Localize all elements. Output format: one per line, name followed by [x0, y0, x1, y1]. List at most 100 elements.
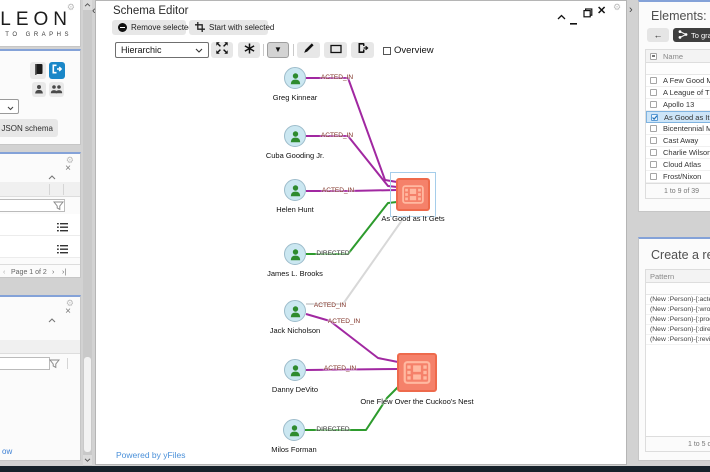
gear-icon[interactable]: ⚙ [65, 298, 74, 308]
graph-node-as-good-as-it-gets[interactable] [396, 178, 430, 211]
next-page-icon[interactable]: › [52, 269, 55, 276]
overview-checkbox[interactable] [383, 46, 391, 55]
table-row[interactable]: Cast Away [646, 135, 710, 147]
graph-node-cuba-gooding-jr-[interactable] [284, 125, 306, 147]
toolbar-separator [293, 44, 294, 56]
close-icon[interactable]: × [65, 306, 71, 317]
people-button[interactable] [49, 82, 64, 97]
row-checkbox[interactable] [650, 125, 657, 132]
scroll-up-icon[interactable] [83, 0, 92, 10]
back-button[interactable]: ← [647, 28, 669, 42]
collapse-right-icon[interactable]: › [629, 4, 633, 16]
pattern-row[interactable]: (New :Person)-[:reviewed]-> [646, 335, 710, 345]
row-checkbox[interactable] [650, 161, 657, 168]
pagination-bar: ‹ Page 1 of 2 › ›| [0, 264, 80, 280]
scrollbar-thumb[interactable] [84, 357, 91, 452]
row-checkbox[interactable] [651, 113, 658, 121]
powered-by-link[interactable]: Powered by yFiles [116, 450, 186, 460]
row-checkbox[interactable] [650, 89, 657, 96]
collapse-left-icon[interactable]: ‹ [92, 5, 96, 17]
graph-node-one-flew-over-the-cuckoo-s-nest[interactable] [397, 353, 437, 392]
window-close-icon[interactable]: ✕ [597, 5, 607, 17]
window-minimize-icon[interactable] [570, 13, 578, 31]
pattern-row[interactable]: (New :Person)-[:wrote]-> [646, 305, 710, 315]
filter-input[interactable] [0, 199, 65, 212]
graph-node-james-l-brooks[interactable] [284, 243, 306, 265]
select-all-checkbox[interactable] [650, 52, 657, 60]
name-column-header[interactable]: Name [663, 51, 684, 61]
schema-type-select[interactable] [0, 99, 19, 114]
table-filter-row[interactable] [646, 283, 710, 295]
table-row[interactable]: Bicentennial Man [646, 123, 710, 135]
rectangle-select-button[interactable] [324, 42, 347, 58]
gear-icon[interactable]: ⚙ [65, 155, 74, 165]
reset-layout-button[interactable] [238, 42, 260, 58]
person-button[interactable] [32, 82, 46, 97]
edge-acted_in[interactable] [306, 77, 398, 183]
panel-link[interactable]: ow [2, 447, 13, 456]
start-with-selected-button[interactable]: Start with selected [189, 20, 274, 35]
export-schema-button[interactable] [49, 62, 65, 79]
list-icon[interactable] [57, 241, 68, 259]
edge-acted_in[interactable] [306, 135, 398, 188]
edge-acted_in[interactable] [305, 313, 399, 363]
row-checkbox[interactable] [650, 77, 657, 84]
overview-toggle[interactable]: Overview [383, 45, 434, 56]
left-scrollbar[interactable] [83, 0, 92, 466]
edge-directed[interactable] [306, 201, 398, 255]
graph-node-milos-forman[interactable] [283, 419, 305, 441]
fit-content-button[interactable] [211, 42, 233, 58]
row-checkbox[interactable] [650, 137, 657, 144]
edge-acted_in[interactable] [305, 368, 399, 371]
edge-directed[interactable] [305, 385, 400, 431]
collapse-icon[interactable] [48, 310, 56, 328]
close-icon[interactable]: × [65, 163, 71, 174]
brush-button[interactable] [297, 42, 320, 58]
table-row[interactable]: Charlie Wilson's War [646, 147, 710, 159]
table-row[interactable]: A Few Good Men [646, 75, 710, 87]
table-row[interactable]: Frost/Nixon [646, 171, 710, 183]
export-button[interactable] [351, 42, 374, 58]
edge-acted_in[interactable] [306, 189, 398, 192]
logo-subtext: TO GRAPHS [5, 32, 72, 38]
filter-input[interactable] [0, 357, 50, 370]
table-row[interactable] [0, 236, 80, 258]
pattern-row[interactable]: (New :Person)-[:directed]-> [646, 325, 710, 335]
generate-json-schema-button[interactable]: Generate JSON schema [0, 119, 58, 137]
graph-node-helen-hunt[interactable] [284, 179, 306, 201]
row-checkbox[interactable] [650, 149, 657, 156]
list-icon[interactable] [57, 219, 68, 237]
pattern-row[interactable]: (New :Person)-[:produced]-> [646, 315, 710, 325]
graph-node-jack-nicholson[interactable] [284, 300, 306, 322]
graph-node-danny-devito[interactable] [284, 359, 306, 381]
gear-icon[interactable]: ⚙ [613, 2, 622, 12]
table-row[interactable]: Apollo 13 [646, 99, 710, 111]
table-row[interactable] [0, 214, 80, 236]
last-page-icon[interactable]: ›| [62, 269, 67, 276]
row-checkbox[interactable] [650, 173, 657, 180]
movie-name: A League of Their Own [663, 88, 710, 97]
scroll-down-icon[interactable] [83, 455, 92, 465]
table-row[interactable]: Cloud Atlas [646, 159, 710, 171]
window-restore-icon[interactable] [583, 5, 593, 23]
table-filter-row[interactable] [646, 63, 710, 75]
filter-funnel-button[interactable] [46, 358, 62, 370]
filter-button[interactable]: ▼ [267, 42, 289, 58]
table-row[interactable]: A League of Their Own [646, 87, 710, 99]
filter-funnel-button[interactable] [50, 200, 66, 212]
row-checkbox[interactable] [650, 101, 657, 108]
layout-select[interactable]: Hierarchic [115, 42, 209, 58]
gear-icon[interactable]: ⚙ [66, 2, 75, 12]
prev-page-icon[interactable]: ‹ [3, 269, 6, 276]
pattern-column-header[interactable]: Pattern [650, 271, 675, 281]
graph-node-greg-kinnear[interactable] [284, 67, 306, 89]
pattern-row[interactable]: (New :Person)-[:acted_in]-> [646, 295, 710, 305]
edge-acted_in[interactable] [306, 215, 406, 305]
collapse-icon[interactable] [48, 167, 56, 185]
window-collapse-icon[interactable] [557, 7, 566, 25]
remove-selected-button[interactable]: Remove selected [112, 20, 193, 35]
table-row[interactable]: As Good as It Gets [646, 111, 710, 123]
to-graph-button[interactable]: To graph [673, 28, 710, 42]
book-button[interactable] [30, 62, 46, 79]
